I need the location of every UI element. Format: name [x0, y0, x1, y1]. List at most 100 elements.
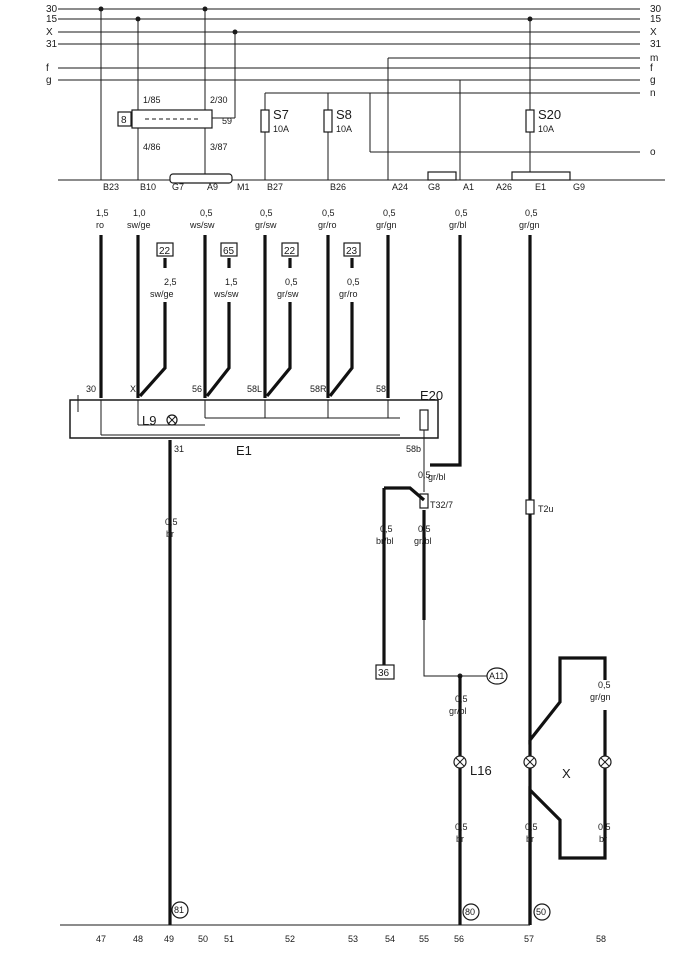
bus-label-g-right: g [650, 75, 656, 86]
wire-label-size: 0,5 [285, 277, 298, 287]
connector-a9: A9 [207, 182, 218, 192]
fuse-s8-rating: 10A [336, 124, 352, 134]
fuse-s20-rating: 10A [538, 124, 554, 134]
wire-label-color: gr/sw [277, 289, 299, 299]
switch-pin-58: 58 [376, 384, 386, 394]
wire-label-size: 0,5 [525, 822, 538, 832]
relay-terminal-3-87: 3/87 [210, 142, 228, 152]
wire-label-size: 0,5 [455, 822, 468, 832]
connector-b27: B27 [267, 182, 283, 192]
bus-label-m-right: m [650, 53, 658, 64]
connector-b23: B23 [103, 182, 119, 192]
bottom-number: 55 [419, 934, 429, 944]
wire-label-size: 0,5 [260, 208, 273, 218]
fuse-s20-name: S20 [538, 107, 561, 122]
wire-label-size: 1,0 [133, 208, 146, 218]
bus-label-x-right: X [650, 27, 657, 38]
wire-label-color: gr/bl [428, 472, 446, 482]
connector-t32-7: T32/7 [430, 500, 453, 510]
wire-label-color: br [166, 529, 174, 539]
lamp-x-right: X [562, 755, 612, 781]
bus-labels-right: 30 15 X 31 m f g n o [650, 4, 662, 158]
wire-label-color: gr/bl [449, 706, 467, 716]
switch-pin-56: 56 [192, 384, 202, 394]
bus-label-f-right: f [650, 63, 653, 74]
wire-label-size: 1,5 [96, 208, 109, 218]
wire-label-color: br [599, 834, 607, 844]
wire-label-color: sw/ge [150, 289, 174, 299]
bottom-number: 51 [224, 934, 234, 944]
relay-terminal-59: 59 [222, 116, 232, 126]
switch-label-31: 31 [174, 444, 184, 454]
relay-terminal-4-86: 4/86 [143, 142, 161, 152]
fuse-s20: S20 10A [525, 19, 561, 180]
bus-label-o-right: o [650, 147, 656, 158]
bus-label-31-right: 31 [650, 39, 662, 50]
wire-label-color: br [456, 834, 464, 844]
connector-m1: M1 [237, 182, 250, 192]
switch-pin-58r: 58R [310, 384, 327, 394]
ref-box-36-frame [375, 664, 395, 680]
wire-label-color: gr/ro [339, 289, 358, 299]
circle-ref-81: 81 [174, 905, 184, 915]
wire-label-color: sw/ge [127, 220, 151, 230]
ref-boxes: 22 65 22 23 [156, 242, 361, 257]
wire-label-size: 0,5 [165, 517, 178, 527]
bus-label-31: 31 [46, 39, 58, 50]
bus-label-15: 15 [46, 14, 58, 25]
ref-box-23: 23 [346, 246, 358, 257]
wire-label-color: gr/ro [318, 220, 337, 230]
component-x-label: X [562, 766, 571, 781]
bus-lines [58, 8, 640, 153]
switch-pin-58l: 58L [247, 384, 262, 394]
wire-label-size: 0,5 [455, 208, 468, 218]
bottom-number: 49 [164, 934, 174, 944]
switch-pin-x: X [130, 384, 136, 394]
connector-t2u: T2u [538, 504, 554, 514]
fuse-s8-name: S8 [336, 107, 352, 122]
connector-a24: A24 [392, 182, 408, 192]
wire-label-color: br [526, 834, 534, 844]
relay-terminal-1-85: 1/85 [143, 95, 161, 105]
light-switch-e1: 30 X 56 58L 58R 58 E20 L9 E1 31 58b [69, 384, 443, 465]
ref-box-22: 22 [284, 246, 296, 257]
bus-junctions [98, 6, 533, 35]
wire-label-color: gr/gn [376, 220, 397, 230]
bottom-number: 52 [285, 934, 295, 944]
bottom-number: 50 [198, 934, 208, 944]
switch-label-e20: E20 [420, 388, 443, 403]
wire-label-size: 0,5 [347, 277, 360, 287]
wire-label-color: ws/sw [189, 220, 215, 230]
circle-ref-a11: A11 [489, 671, 504, 681]
bus-label-n-right: n [650, 88, 656, 99]
bus-labels-left: 30 15 X 31 f g [46, 4, 58, 86]
branch-labels: 2,5 sw/ge 1,5 ws/sw 0,5 gr/sw 0,5 gr/ro [150, 277, 360, 299]
switch-label-l9: L9 [142, 413, 156, 428]
fuse-s8: S8 10A [323, 93, 371, 180]
relay: 8 1/85 4/86 2/30 3/87 59 [117, 9, 236, 180]
wire-label-size: 0,5 [200, 208, 213, 218]
wire-label-size: 0,5 [418, 524, 431, 534]
bus-label-g: g [46, 75, 52, 86]
connector-b10: B10 [140, 182, 156, 192]
bottom-number: 47 [96, 934, 106, 944]
wire-label-size: 0,5 [525, 208, 538, 218]
circle-ref-80: 80 [465, 907, 475, 917]
bottom-number: 56 [454, 934, 464, 944]
bus-label-x: X [46, 27, 53, 38]
wire-label-color: gr/gn [590, 692, 611, 702]
lower-wire-labels: 0,5 br 0,5 gr/bl 0,5 br/bl 0,5 gr/bl 0,5… [165, 470, 611, 844]
connector-g9: G9 [573, 182, 585, 192]
connector-strip: B23 B10 G7 A9 M1 B27 B26 A24 G8 A1 A26 E… [58, 171, 665, 192]
bottom-numbers: 47 48 49 50 51 52 53 54 55 56 57 58 [96, 934, 606, 944]
wire-label-color: gr/bl [449, 220, 467, 230]
bus-label-30-right: 30 [650, 4, 662, 15]
bottom-number: 48 [133, 934, 143, 944]
relay-terminal-2-30: 2/30 [210, 95, 228, 105]
component-l16-label: L16 [470, 763, 492, 778]
bus-label-30: 30 [46, 4, 58, 15]
thick-wires [99, 235, 532, 500]
wire-label-size: 0,5 [383, 208, 396, 218]
bottom-number: 54 [385, 934, 395, 944]
